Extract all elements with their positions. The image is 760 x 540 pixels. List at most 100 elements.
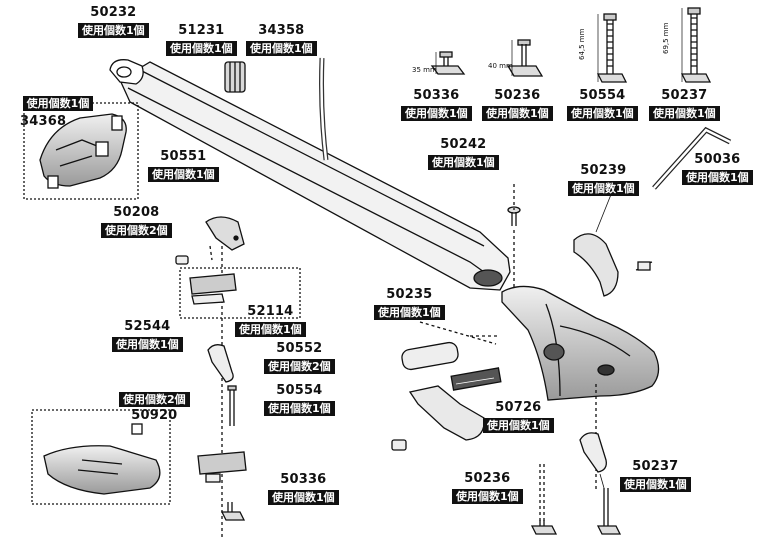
quantity-badge: 使用個数1個 [482,106,553,121]
part-number: 50554 [276,383,323,398]
label-50208: 50208 使用個数2個 [101,206,172,238]
pad-50920 [43,423,161,495]
quantity-badge: 使用個数1個 [264,401,335,416]
tbolt-50236-top [506,39,544,77]
label-50554-top: 50554 使用個数1個 [567,89,638,121]
tbolt-50336-lower [220,502,246,521]
tbolt-50336-top [430,51,466,75]
label-52114: 52114 使用個数1個 [235,305,306,337]
quantity-badge: 使用個数1個 [268,490,339,505]
label-50232: 50232 使用個数1個 [78,6,149,38]
part-number: 50235 [386,287,433,302]
dim-69-5mm: 69,5 mm [662,22,670,54]
lower-plate [197,451,247,483]
part-number: 50236 [494,88,541,103]
dim-64-5mm: 64,5 mm [578,28,586,60]
label-50237-lower: 50237 使用個数1個 [620,460,691,492]
group-box-52114 [179,267,301,319]
quantity-badge: 使用個数1個 [78,23,149,38]
label-50336-top: 50336 使用個数1個 [401,89,472,121]
label-50336-lower: 50336 使用個数1個 [268,473,339,505]
label-50236-lower: 50236 使用個数1個 [452,472,523,504]
label-50551: 50551 使用個数1個 [148,150,219,182]
quantity-badge: 使用個数1個 [568,181,639,196]
dim-40mm: 40 mm [488,62,513,70]
quantity-badge: 使用個数1個 [166,41,237,56]
tbolt-50554-lower [227,385,237,426]
label-50726: 50726 使用個数1個 [483,401,554,433]
quantity-badge: 使用個数1個 [374,305,445,320]
label-50235: 50235 使用個数1個 [374,288,445,320]
part-number: 52114 [247,304,294,319]
part-number: 51231 [178,23,225,38]
end-cap-50232 [109,59,144,85]
quantity-badge: 使用個数1個 [649,106,720,121]
label-50239: 50239 使用個数1個 [568,164,639,196]
plate-52544 [189,273,237,305]
tbolt-50236-lower [530,464,558,535]
quantity-badge: 使用個数2個 [101,223,172,238]
quantity-badge: 使用個数1個 [246,41,317,56]
quantity-badge: 使用個数1個 [567,106,638,121]
label-50036: 50036 使用個数1個 [682,153,753,185]
part-number: 50726 [495,400,542,415]
label-50552: 50552 使用個数2個 [264,342,335,374]
part-number: 50336 [413,88,460,103]
quantity-badge: 使用個数1個 [401,106,472,121]
part-number: 50237 [632,459,679,474]
part-number: 50208 [113,205,160,220]
quantity-badge: 使用個数1個 [22,96,94,111]
part-number: 50239 [580,163,627,178]
label-34368: 使用個数1個 34368 [20,94,96,130]
quantity-badge: 使用個数1個 [483,418,554,433]
quantity-badge: 使用個数2個 [264,359,335,374]
part-number: 50232 [90,5,137,20]
quantity-badge: 使用個数1個 [620,477,691,492]
part-number: 50336 [280,472,327,487]
hinge-50552 [207,344,234,383]
part-number: 50242 [440,137,487,152]
quantity-badge: 使用個数1個 [428,155,499,170]
label-52544: 52544 使用個数1個 [112,320,183,352]
lever-50239 [573,233,653,297]
tensioner-50726 [391,367,502,451]
part-number: 34358 [258,23,305,38]
part-number: 50552 [276,341,323,356]
quantity-badge: 使用個数2個 [119,392,190,407]
label-51231: 51231 使用個数1個 [166,24,237,56]
part-number: 50036 [694,152,741,167]
label-50237-top: 50237 使用個数1個 [649,89,720,121]
label-50242: 50242 使用個数1個 [428,138,499,170]
tbolt-50237-lower [596,488,622,535]
part-number: 34368 [20,114,67,129]
label-34358: 34358 使用個数1個 [246,24,317,56]
tbolt-50237-top [680,7,712,83]
part-number: 50551 [160,149,207,164]
part-number: 50554 [579,88,626,103]
bracket-34368 [39,113,127,189]
hinge-right [579,432,607,473]
label-50554-lower: 50554 使用個数1個 [264,384,335,416]
group-box-50920 [31,409,171,505]
label-50920: 使用個数2個 50920 [119,390,190,424]
quantity-badge: 使用個数1個 [112,337,183,352]
part-number: 50920 [131,408,178,423]
part-number: 52544 [124,319,171,334]
part-number: 50237 [661,88,708,103]
bar-rail [119,61,511,291]
sleeve-50235 [401,341,459,371]
claw-50551 [205,216,245,251]
quantity-badge: 使用個数1個 [235,322,306,337]
part-number: 50236 [464,471,511,486]
label-50236-top: 50236 使用個数1個 [482,89,553,121]
foot-body [501,285,660,401]
quantity-badge: 使用個数1個 [452,489,523,504]
rubber-pad-51231 [224,61,246,93]
pin-50208 [175,255,189,265]
strap-34358 [319,57,329,161]
quantity-badge: 使用個数1個 [148,167,219,182]
dim-35mm: 35 mm [412,66,437,74]
screw-50242 [507,184,521,292]
